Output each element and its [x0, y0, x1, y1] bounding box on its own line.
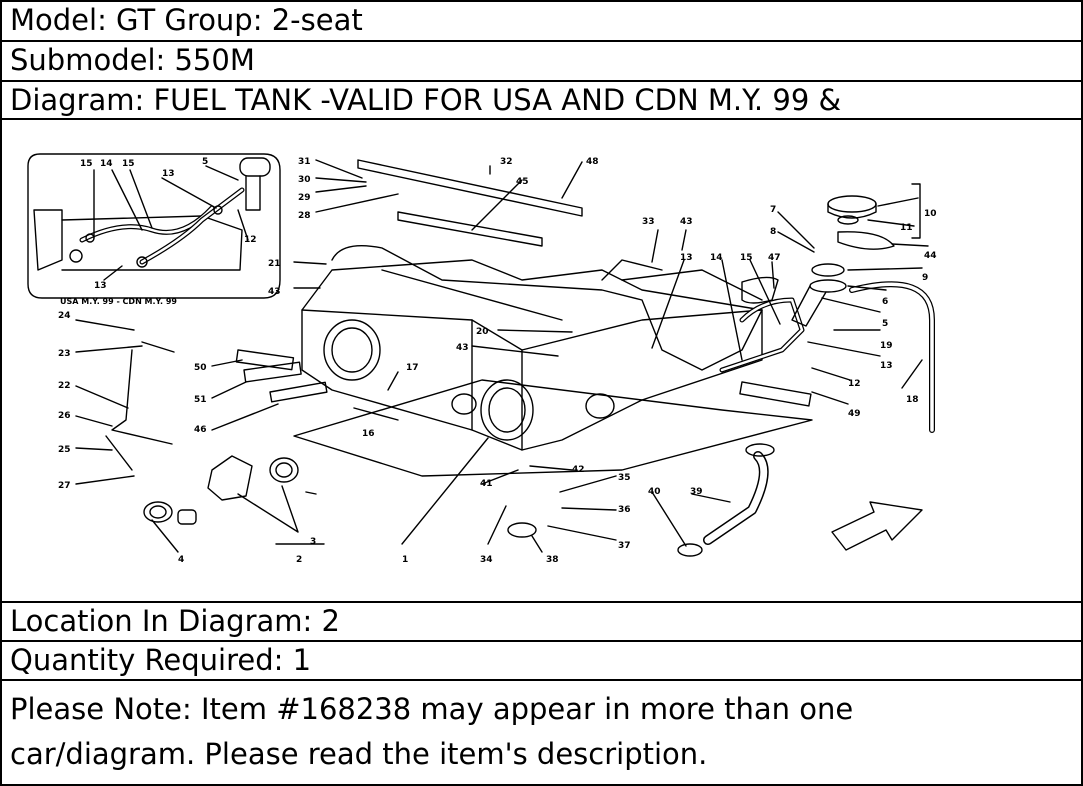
part-label-6: 6 — [882, 297, 888, 307]
note-line-2: car/diagram. Please read the item's desc… — [10, 737, 708, 771]
part-label-43: 43 — [456, 343, 469, 353]
part-label-51: 51 — [194, 395, 207, 405]
part-label-13: 13 — [680, 253, 693, 263]
part-label-36: 36 — [618, 505, 631, 515]
quantity-row: Quantity Required: 1 — [2, 642, 1081, 681]
part-label-26: 26 — [58, 411, 71, 421]
part-label-31: 31 — [298, 157, 311, 167]
part-label-18: 18 — [906, 395, 919, 405]
part-label-29: 29 — [298, 193, 311, 203]
part-label-20: 20 — [476, 327, 489, 337]
part-label-30: 30 — [298, 175, 311, 185]
part-label-14: 14 — [710, 253, 723, 263]
part-label-16: 16 — [362, 429, 375, 439]
part-label-19: 19 — [880, 341, 893, 351]
part-label-12: 12 — [244, 235, 257, 245]
part-label-15: 15 — [740, 253, 753, 263]
part-label-37: 37 — [618, 541, 631, 551]
inset-frame — [27, 153, 281, 299]
diagram-title-row: Diagram: FUEL TANK -VALID FOR USA AND CD… — [2, 82, 1081, 120]
part-label-27: 27 — [58, 481, 71, 491]
part-label-45: 45 — [516, 177, 529, 187]
part-label-25: 25 — [58, 445, 71, 455]
part-label-3: 3 — [310, 537, 316, 547]
part-label-13: 13 — [162, 169, 175, 179]
exploded-parts-drawing: 15 14 15 13 5 12 13 USA M.Y. 99 - CDN M.… — [27, 153, 937, 565]
location-row: Location In Diagram: 2 — [2, 603, 1081, 642]
part-label-21: 21 — [268, 259, 281, 269]
part-label-7: 7 — [770, 205, 776, 215]
note-block: Please Note: Item #168238 may appear in … — [2, 681, 1081, 784]
part-label-48: 48 — [586, 157, 599, 167]
part-label-13: 13 — [94, 281, 107, 291]
part-label-10: 10 — [924, 209, 937, 219]
part-label-40: 40 — [648, 487, 661, 497]
part-label-34: 34 — [480, 555, 493, 565]
part-label-49: 49 — [848, 409, 861, 419]
part-label-39: 39 — [690, 487, 703, 497]
part-label-44: 44 — [924, 251, 937, 261]
part-label-12: 12 — [848, 379, 861, 389]
part-label-35: 35 — [618, 473, 631, 483]
part-label-46: 46 — [194, 425, 207, 435]
part-label-22: 22 — [58, 381, 71, 391]
part-label-33: 33 — [642, 217, 655, 227]
part-label-23: 23 — [58, 349, 71, 359]
part-label-42: 42 — [572, 465, 585, 475]
part-label-41: 41 — [480, 479, 493, 489]
part-label-5: 5 — [202, 157, 208, 167]
part-label-15: 15 — [122, 159, 135, 169]
part-label-32: 32 — [500, 157, 513, 167]
part-label-14: 14 — [100, 159, 113, 169]
part-label-28: 28 — [298, 211, 311, 221]
part-label-43: 43 — [680, 217, 693, 227]
fuel-tank-diagram: 15 14 15 13 5 12 13 USA M.Y. 99 - CDN M.… — [2, 120, 1081, 603]
part-label-2: 2 — [296, 555, 302, 565]
note-line-1: Please Note: Item #168238 may appear in … — [10, 692, 854, 726]
part-label-8: 8 — [770, 227, 776, 237]
part-label-5: 5 — [882, 319, 888, 329]
part-label-38: 38 — [546, 555, 559, 565]
part-label-9: 9 — [922, 273, 928, 283]
part-label-24: 24 — [58, 311, 71, 321]
part-label-47: 47 — [768, 253, 781, 263]
part-label-17: 17 — [406, 363, 419, 373]
part-label-43: 43 — [268, 287, 281, 297]
model-row: Model: GT Group: 2-seat — [2, 2, 1081, 42]
inset-caption: USA M.Y. 99 - CDN M.Y. 99 — [60, 297, 177, 306]
submodel-row: Submodel: 550M — [2, 42, 1081, 82]
part-label-50: 50 — [194, 363, 207, 373]
part-label-13: 13 — [880, 361, 893, 371]
part-label-11: 11 — [900, 223, 913, 233]
part-label-15: 15 — [80, 159, 93, 169]
part-label-1: 1 — [402, 555, 408, 565]
part-label-4: 4 — [178, 555, 184, 565]
